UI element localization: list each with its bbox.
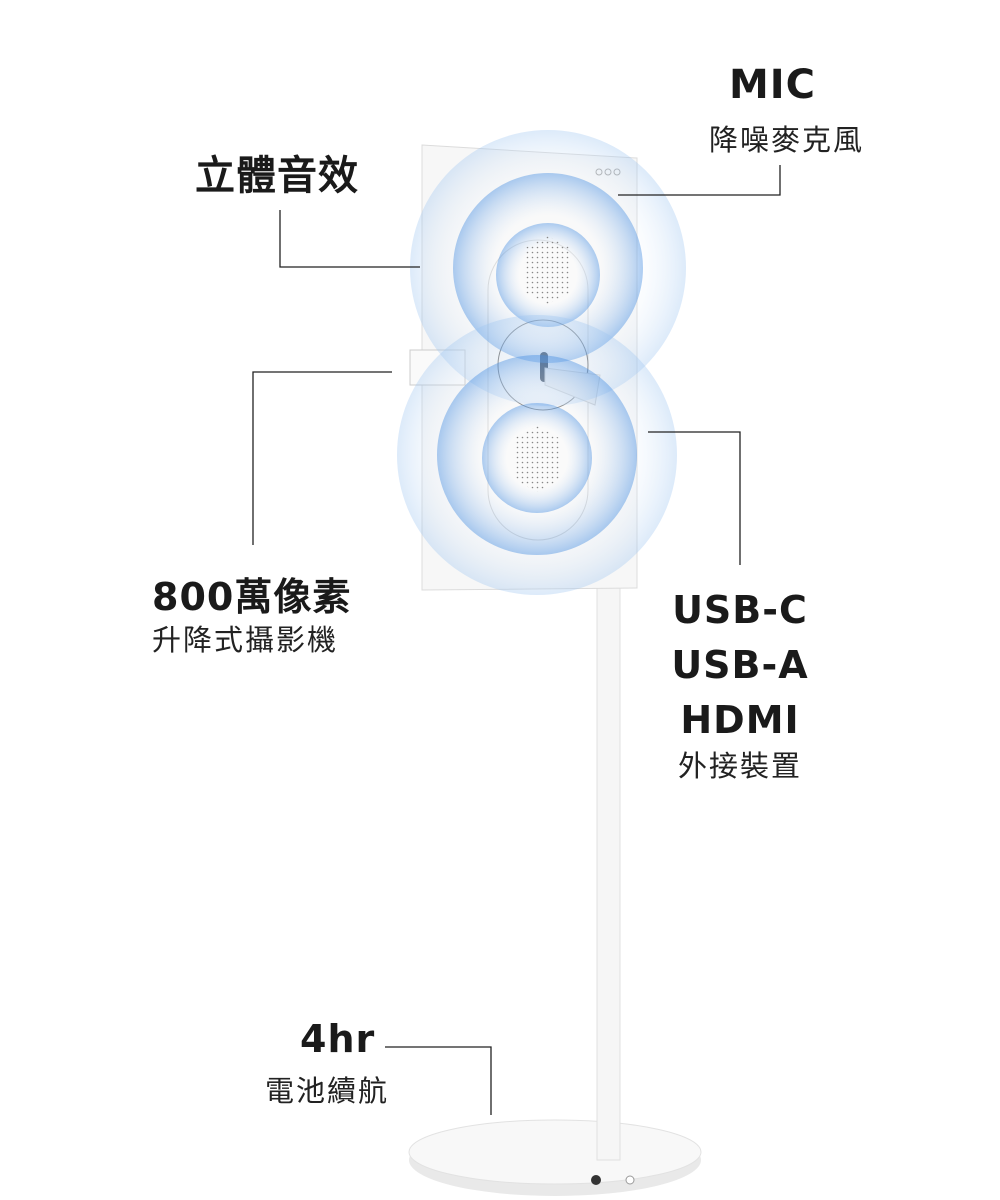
camera-subtitle: 升降式攝影機 — [152, 623, 339, 657]
stereo-title: 立體音效 — [195, 153, 359, 199]
battery-title: 4hr — [300, 1017, 376, 1061]
mic-leader-line — [618, 165, 781, 196]
port-hdmi: HDMI — [680, 698, 800, 742]
stereo-leader-line — [279, 210, 420, 268]
camera-title: 800萬像素 — [152, 575, 352, 619]
speaker-grille-bottom — [515, 426, 559, 492]
port-usb-c: USB-C — [672, 588, 808, 632]
speaker-grille-top — [525, 236, 571, 304]
ports-leader-line — [648, 431, 741, 565]
sound-wave-bottom — [397, 315, 677, 595]
battery-leader-line — [385, 1046, 492, 1115]
ports-list: USB-C USB-A HDMI — [640, 583, 840, 748]
port-usb-a: USB-A — [671, 643, 809, 687]
camera-leader-line — [252, 371, 392, 545]
mic-subtitle: 降噪麥克風 — [708, 123, 864, 157]
battery-subtitle: 電池續航 — [265, 1074, 390, 1108]
power-button — [591, 1175, 601, 1185]
ports-subtitle: 外接裝置 — [677, 749, 802, 783]
charge-port-icon — [625, 1175, 635, 1185]
mic-title: MIC — [728, 62, 816, 108]
stand-base — [408, 1119, 702, 1196]
